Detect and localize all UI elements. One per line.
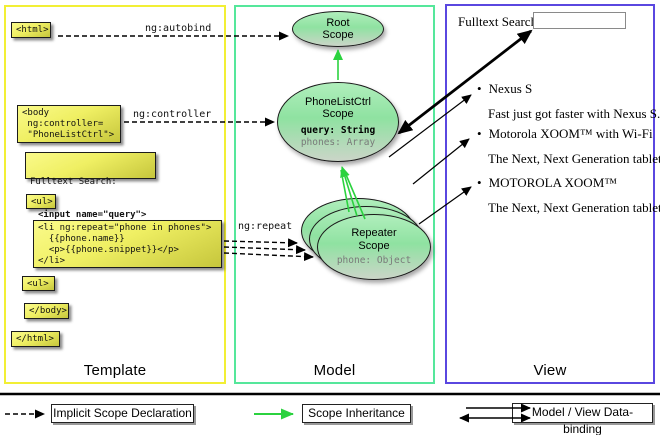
bullet-icon: • (477, 81, 482, 96)
code-box-body-close: </body> (24, 303, 69, 319)
ng-repeat-label: ng:repeat (238, 221, 293, 232)
legend-scope-inheritance-label: Scope Inheritance (302, 404, 411, 423)
model-column (234, 5, 435, 384)
code-fulltext-input: <input name="query"> (38, 210, 147, 220)
list-item-desc: Fast just got faster with Nexus S. (488, 106, 660, 121)
list-item-title: MOTOROLA XOOM™ (488, 175, 617, 190)
ng-controller-label: ng:controller (133, 109, 212, 120)
phonelistctrl-prop-phones: phones: Array (300, 136, 376, 148)
view-column (445, 4, 655, 384)
code-box-ul-close: <ul> (22, 276, 55, 291)
code-box-li-repeat: <li ng:repeat="phone in phones"> {{phone… (33, 220, 222, 268)
list-item: • MOTOROLA XOOM™ (477, 175, 617, 191)
repeater-scope-label: Repeater Scope (351, 227, 397, 252)
list-item: • Motorola XOOM™ with Wi-Fi (477, 126, 653, 142)
code-box-body-open: <body ng:controller= "PhoneListCtrl"> (17, 105, 121, 143)
list-item-title: Nexus S (488, 81, 533, 96)
legend-implicit-scope-label: Implicit Scope Declaration (51, 404, 194, 423)
code-fulltext-label: Fulltext Search: (30, 177, 117, 187)
root-scope-label: Root Scope (322, 16, 354, 42)
code-box-ul-open: <ul> (26, 194, 56, 209)
code-box-fulltext: Fulltext Search: <input name="query"> (25, 152, 156, 220)
root-scope-ellipse: Root Scope (292, 11, 384, 47)
model-column-label: Model (313, 362, 356, 379)
code-box-html-close: </html> (11, 331, 60, 347)
template-column-label: Template (83, 362, 147, 379)
view-column-label: View (533, 362, 567, 379)
list-item-desc: The Next, Next Generation tablet. (488, 200, 660, 215)
phonelistctrl-scope-ellipse: PhoneListCtrl Scope query: String phones… (277, 82, 399, 162)
repeater-scope-ellipse: Repeater Scope phone: Object (317, 214, 431, 280)
code-box-html-open: <html> (11, 22, 51, 38)
fulltext-search-input[interactable] (533, 12, 626, 29)
bullet-icon: • (477, 126, 482, 141)
view-fulltext-label: Fulltext Search: (458, 14, 541, 29)
list-item-desc: The Next, Next Generation tablet. (488, 151, 660, 166)
repeater-prop-phone: phone: Object (336, 255, 412, 266)
list-item-title: Motorola XOOM™ with Wi-Fi (488, 126, 653, 141)
phonelistctrl-prop-query: query: String (300, 124, 376, 136)
phonelistctrl-scope-label: PhoneListCtrl Scope (304, 95, 372, 121)
legend-data-binding-label: Model / View Data-binding (512, 403, 653, 435)
bullet-icon: • (477, 175, 482, 190)
list-item: • Nexus S (477, 81, 532, 97)
ng-autobind-label: ng:autobind (145, 23, 212, 34)
